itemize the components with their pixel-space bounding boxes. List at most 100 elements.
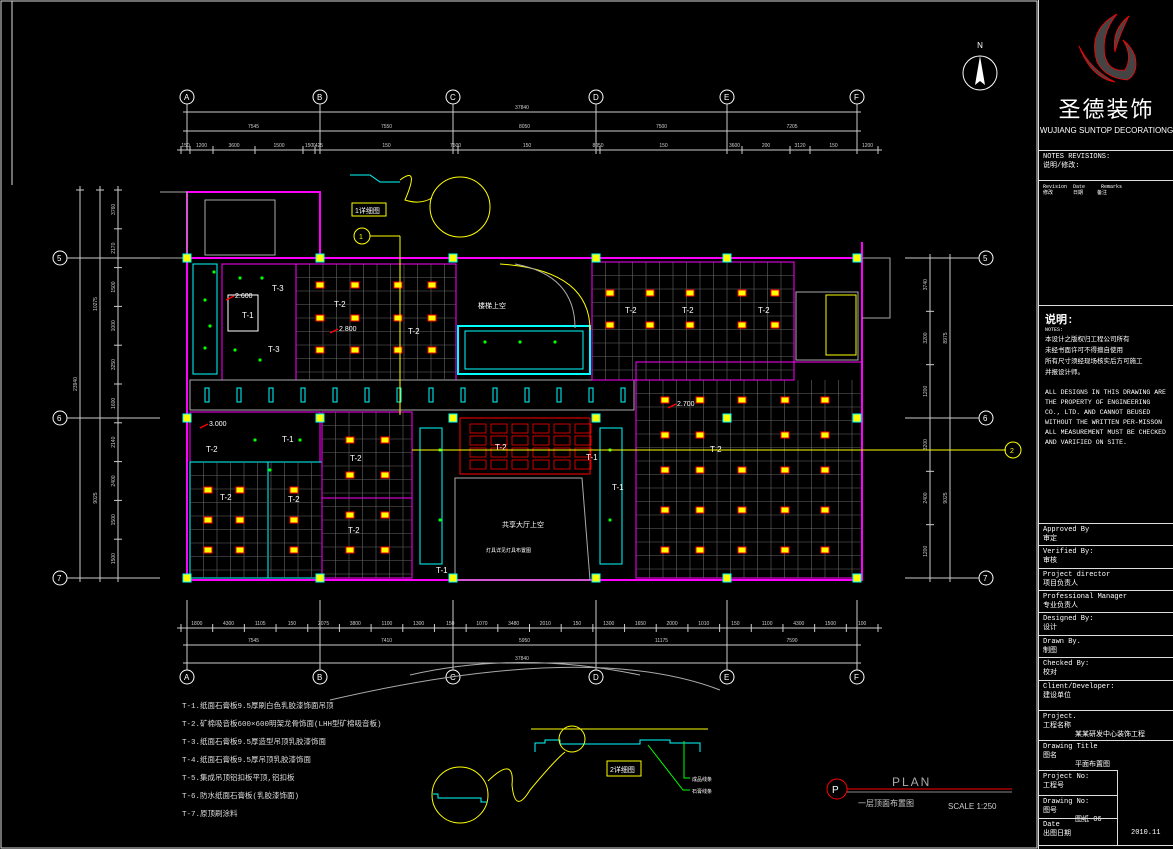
dimension-value: 150 — [305, 143, 314, 149]
grille-light-icon — [350, 346, 360, 354]
rev-col-header: Revision — [1043, 184, 1068, 190]
dimension-value: 2075 — [318, 621, 329, 627]
column-icon — [591, 413, 601, 423]
detail-callout-2[interactable]: 2详细图 成品线条 石膏线条 — [431, 725, 712, 824]
downlight-icon — [258, 358, 262, 362]
legend-item: T-4.纸面石膏板9.5厚吊顶乳胶漆饰面 — [182, 757, 312, 765]
room-tag: T-2 — [495, 443, 507, 452]
dimension-value: 1200 — [196, 143, 207, 149]
column-icon — [591, 573, 601, 583]
row-label: Verified By: — [1043, 548, 1094, 556]
column-icon — [591, 253, 601, 263]
linear-light-icon — [268, 387, 274, 403]
dimension-value: 1650 — [635, 621, 646, 627]
dimension-value: 37840 — [515, 656, 529, 662]
row-label: Client/Developer: — [1043, 683, 1115, 691]
row-label: Project No: — [1043, 773, 1090, 781]
grille-light-icon — [315, 314, 325, 322]
grille-light-icon — [780, 546, 790, 554]
dimension-value: 3480 — [508, 621, 519, 627]
dimension-value: 1500 — [825, 621, 836, 627]
row-value-2: 某某研发中心装饰工程 — [1075, 731, 1145, 739]
title-block-row: Drawn By.制图 — [1039, 635, 1173, 657]
dimension-value: 150 — [382, 143, 391, 149]
row-value: 项目负责人 — [1043, 580, 1078, 588]
column-icon — [852, 573, 862, 583]
decorative-panel — [511, 447, 529, 458]
linear-light-icon — [588, 387, 594, 403]
title-block-row: Project No:工程号 — [1039, 770, 1117, 795]
grille-light-icon — [695, 506, 705, 514]
atrium-void-label: 共享大厅上空 — [502, 520, 544, 529]
grille-light-icon — [380, 471, 390, 479]
grid-label-7: 7 — [983, 574, 988, 583]
dimension-value: 1200 — [923, 546, 929, 557]
legend-item: T-7.原顶刷涂料 — [182, 811, 238, 819]
grid-label-5: 5 — [983, 254, 988, 263]
grille-light-icon — [289, 546, 299, 554]
grille-light-icon — [685, 289, 695, 297]
grid-label-7: 7 — [57, 574, 62, 583]
grille-light-icon — [393, 314, 403, 322]
row-label: Professional Manager — [1043, 593, 1128, 601]
plan-title: PLAN — [892, 775, 931, 789]
grille-light-icon — [780, 506, 790, 514]
title-block-row: Designed By:设计 — [1039, 612, 1173, 635]
row-label: Project. — [1043, 713, 1077, 721]
dimension-value: 23940 — [73, 377, 79, 391]
dimension-value: 100 — [858, 621, 867, 627]
linear-light-icon — [364, 387, 370, 403]
grid-label-6: 6 — [983, 414, 988, 423]
dimension-value: 4300 — [223, 621, 234, 627]
grille-light-icon — [780, 431, 790, 439]
decorative-panel — [490, 447, 508, 458]
decorative-panel — [532, 459, 550, 470]
grid-label-b: B — [317, 673, 322, 682]
grille-light-icon — [203, 516, 213, 524]
room-tag: T-2 — [348, 526, 360, 535]
dimension-value: 2010 — [540, 621, 551, 627]
downlight-icon — [253, 438, 257, 442]
grille-light-icon — [820, 466, 830, 474]
grille-light-icon — [660, 466, 670, 474]
grille-light-icon — [605, 289, 615, 297]
dimension-value: 8975 — [943, 332, 949, 343]
height-tag-leader — [329, 328, 339, 334]
room-tag: T-2 — [758, 306, 770, 315]
row-label: Designed By: — [1043, 615, 1094, 623]
dimension-value: 150 — [829, 143, 838, 149]
title-block-row: Project.工程名称某某研发中心装饰工程 — [1039, 710, 1173, 740]
section-mark-2: 2 — [1010, 448, 1014, 455]
plan-symbol: P — [832, 785, 839, 796]
decorative-panel — [532, 435, 550, 446]
downlight-icon — [483, 340, 487, 344]
dimension-value: 3760 — [111, 204, 117, 215]
linear-light-icon — [620, 387, 626, 403]
room-tag: T-2 — [334, 300, 346, 309]
linear-light-icon — [204, 387, 210, 403]
title-block-row: Verified By:审核 — [1039, 545, 1173, 568]
rev-col-header-cn: 日期 — [1073, 190, 1084, 196]
grille-light-icon — [380, 436, 390, 444]
room-tag: T-1 — [242, 311, 254, 320]
grille-light-icon — [315, 281, 325, 289]
row-label: Drawing No: — [1043, 798, 1090, 806]
section-line-2: 2 — [412, 441, 1022, 459]
downlight-icon — [438, 518, 442, 522]
dimension-value: 2140 — [111, 436, 117, 447]
room-tag: T-2 — [625, 306, 637, 315]
row-value: 出图日期 — [1043, 830, 1071, 838]
dimension-value: 150 — [523, 143, 532, 149]
ceiling-height-label: 2.700 — [677, 401, 695, 408]
title-block-divider — [1117, 770, 1118, 845]
title-block-divider — [1039, 845, 1173, 846]
dimension-value: 150 — [446, 621, 455, 627]
company-name-en: WUJIANG SUNTOP DECORATIONG — [1039, 126, 1173, 135]
detail-callout-1[interactable]: 1详细图 1 — [350, 174, 491, 415]
dimension-value: 7425 — [312, 143, 323, 149]
dimension-value: 7590 — [786, 638, 797, 644]
dimension-value: 3740 — [923, 279, 929, 290]
